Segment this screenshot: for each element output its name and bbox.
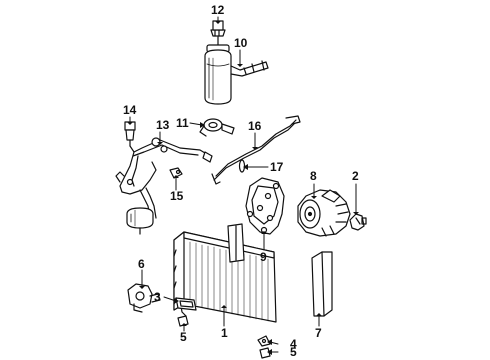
gasket-3-part: [175, 297, 197, 311]
pressure-switch-part: [210, 20, 226, 37]
callout-13: 13: [156, 118, 170, 132]
fitting-2-part: [349, 213, 367, 231]
callout-14: 14: [123, 103, 137, 117]
receiver-drier-part: [204, 36, 269, 105]
fitting-4-part: [257, 335, 271, 347]
seal-6-part: [311, 251, 333, 317]
callout-4: 4: [290, 337, 297, 351]
callout-8: 8: [310, 169, 317, 183]
callout-12: 12: [211, 3, 225, 17]
callout-9: 9: [260, 250, 267, 264]
hose-assembly-part: [115, 137, 213, 235]
cap-5b-part: [259, 347, 271, 359]
compressor-part: [297, 189, 351, 237]
clamp-11-part: [199, 118, 235, 137]
callout-1: 1: [221, 326, 228, 340]
callout-16: 16: [248, 119, 262, 133]
callout-11: 11: [176, 116, 189, 130]
fitting-15-part: [169, 167, 183, 179]
compressor-bracket-part: [245, 177, 285, 235]
callout-17: 17: [270, 160, 284, 174]
o-ring-part: [238, 159, 246, 173]
liquid-line-part: [211, 115, 301, 185]
callout-6: 7: [315, 326, 322, 340]
switch-14-part: [124, 121, 136, 147]
callout-3: 3: [154, 290, 161, 304]
callout-2: 2: [352, 169, 359, 183]
leader-arrowheads: [127, 21, 359, 355]
valve-7-part: [127, 283, 161, 313]
callout-5a: 5: [180, 330, 187, 344]
o-ring-5a-part: [177, 315, 189, 327]
callout-5b: 5: [290, 345, 297, 359]
callout-15: 15: [170, 189, 184, 203]
callout-7: 6: [138, 257, 145, 271]
callout-10: 10: [234, 36, 248, 50]
